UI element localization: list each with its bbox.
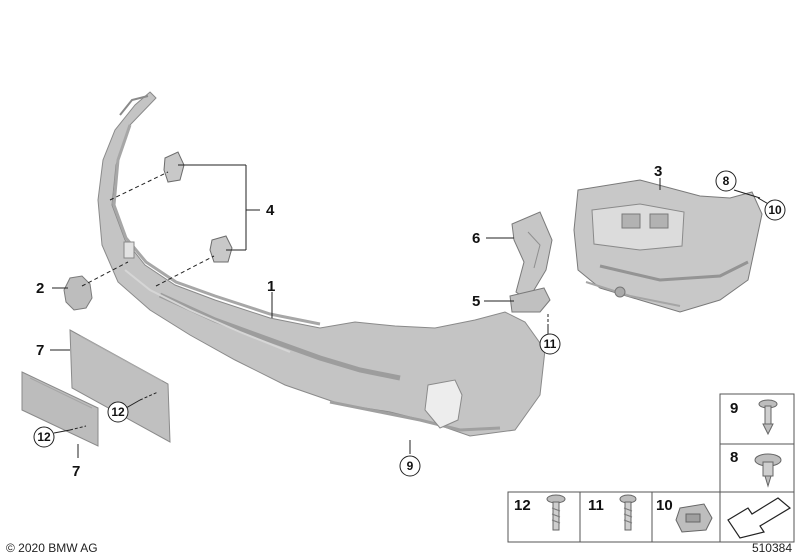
callout-12-lower-circle: 12 xyxy=(33,426,55,448)
bumper-carrier[interactable] xyxy=(573,179,763,313)
callout-8: 8 xyxy=(723,174,730,188)
callout-10-circle: 10 xyxy=(764,199,786,221)
callout-5: 5 xyxy=(472,293,480,310)
copyright-text: © 2020 BMW AG xyxy=(6,541,98,555)
legend-box-10[interactable]: 10 xyxy=(651,491,721,543)
legend-label-12: 12 xyxy=(514,497,531,514)
callout-10: 10 xyxy=(768,203,782,217)
expanding-rivet-icon xyxy=(758,399,778,436)
callout-2: 2 xyxy=(36,280,44,297)
callout-6: 6 xyxy=(472,230,480,247)
callout-9: 9 xyxy=(407,459,414,473)
callout-11: 11 xyxy=(544,337,557,351)
screw-icon xyxy=(546,494,566,531)
callout-9-circle: 9 xyxy=(399,455,421,477)
callout-8-circle: 8 xyxy=(715,170,737,192)
callout-12-lower: 12 xyxy=(37,430,51,444)
callout-12-upper-circle: 12 xyxy=(107,401,129,423)
license-plate-base-upper[interactable] xyxy=(69,329,171,443)
clip-nut-icon xyxy=(675,503,713,533)
license-plate-base-lower[interactable] xyxy=(21,371,99,447)
self-tapping-screw-icon xyxy=(619,494,637,531)
side-bracket-lower[interactable] xyxy=(509,287,551,313)
legend-label-11: 11 xyxy=(588,497,604,514)
callout-3: 3 xyxy=(654,163,662,180)
callout-1: 1 xyxy=(267,278,275,295)
bumper-trim-panel[interactable] xyxy=(97,91,546,437)
callout-11-circle: 11 xyxy=(539,333,561,355)
catalog-number: 510384 xyxy=(751,541,792,555)
legend-box-9[interactable]: 9 xyxy=(719,393,795,445)
legend-label-10: 10 xyxy=(656,497,673,514)
callout-4: 4 xyxy=(266,202,275,219)
legend-label-8: 8 xyxy=(730,449,738,466)
bracket-upper[interactable] xyxy=(163,151,185,183)
legend-box-11[interactable]: 11 xyxy=(579,491,653,543)
plastic-nut-icon xyxy=(754,453,782,488)
bracket-lower[interactable] xyxy=(209,235,233,263)
direction-arrow-icon xyxy=(727,497,792,539)
leader-lines xyxy=(50,164,773,458)
legend-box-12[interactable]: 12 xyxy=(507,491,581,543)
callout-12-upper: 12 xyxy=(111,405,125,419)
callout-7-upper: 7 xyxy=(36,342,44,359)
callout-7-lower: 7 xyxy=(72,463,80,480)
legend-box-8[interactable]: 8 xyxy=(719,443,795,493)
legend-label-9: 9 xyxy=(730,400,738,417)
legend-box-arrow[interactable] xyxy=(719,491,795,543)
side-bracket-upper[interactable] xyxy=(511,211,553,301)
cover-flap[interactable] xyxy=(63,275,93,311)
